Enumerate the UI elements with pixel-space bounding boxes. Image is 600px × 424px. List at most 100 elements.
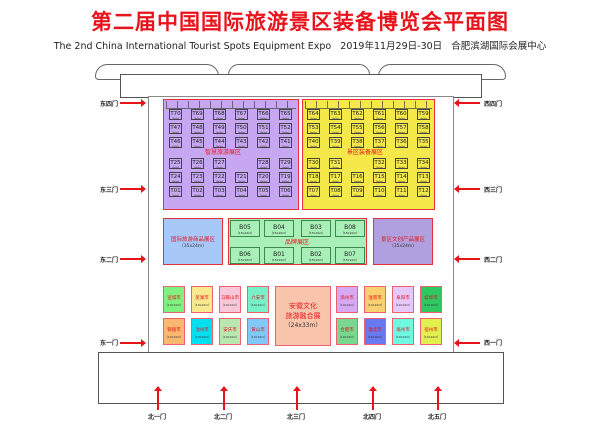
city-name: 铜陵市 bbox=[167, 328, 181, 333]
arrow-up-icon bbox=[434, 386, 442, 410]
intl-goods-label: 国际旅游商品展区 bbox=[170, 237, 215, 243]
booth-size: (3x3m) bbox=[375, 195, 384, 197]
booth-size: (3x3m) bbox=[353, 146, 362, 148]
city-booth: 铜陵市（10x10m） bbox=[163, 318, 185, 345]
booth-id: T14 bbox=[396, 174, 407, 180]
booth-t58: T58(3x3m) bbox=[417, 123, 430, 134]
booth-size: (3x3m) bbox=[331, 146, 340, 148]
booth-t24: T24(3x3m) bbox=[169, 172, 182, 183]
booth-t54: T54(3x3m) bbox=[329, 123, 342, 134]
brand-booth-id: B04 bbox=[273, 224, 285, 231]
booth-id: T51 bbox=[258, 125, 269, 131]
booth-t03: T03(3x3m) bbox=[213, 186, 226, 197]
booth-id: T25 bbox=[170, 160, 181, 166]
booth-id: T63 bbox=[330, 111, 341, 117]
arrow-right-icon bbox=[120, 339, 146, 347]
booth-id: T22 bbox=[214, 174, 225, 180]
booth-size: (3x3m) bbox=[215, 132, 224, 134]
booth-size: (3x3m) bbox=[193, 146, 202, 148]
door-west4: 西四门 bbox=[484, 101, 503, 108]
booth-size: (3x3m) bbox=[215, 181, 224, 183]
city-booth-size: （10x10m） bbox=[421, 335, 441, 339]
city-booth-size: （10x10m） bbox=[164, 303, 184, 307]
booth-id: T31 bbox=[330, 160, 341, 166]
booth-t21: T21(3x3m) bbox=[235, 172, 248, 183]
city-name: 芜湖市 bbox=[195, 296, 209, 301]
city-booth: 芜湖市（10x10m） bbox=[191, 286, 213, 313]
booth-t60: T60(3x3m) bbox=[395, 109, 408, 120]
city-name: 滁州市 bbox=[340, 296, 354, 301]
booth-id: T50 bbox=[236, 125, 247, 131]
booth-t65: T65(3x3m) bbox=[279, 109, 292, 120]
arrow-right-icon bbox=[120, 255, 146, 263]
booth-t41: T41(3x3m) bbox=[279, 137, 292, 148]
booth-t53: T53(3x3m) bbox=[307, 123, 320, 134]
brand-label: 品牌展区 bbox=[285, 239, 310, 246]
booth-t61: T61(3x3m) bbox=[373, 109, 386, 120]
door-west3: 西三门 bbox=[484, 187, 503, 194]
booth-size: (3x3m) bbox=[259, 167, 268, 169]
booth-size: (3x3m) bbox=[237, 195, 246, 197]
brand-booth-size: （15x10m） bbox=[269, 231, 289, 235]
booth-t18: T18(3x3m) bbox=[307, 172, 320, 183]
booth-t39: T39(3x3m) bbox=[329, 137, 342, 148]
booth-size: (3x3m) bbox=[331, 181, 340, 183]
booth-t47: T47(3x3m) bbox=[169, 123, 182, 134]
booth-id: T66 bbox=[258, 111, 269, 117]
booth-t63: T63(3x3m) bbox=[329, 109, 342, 120]
booth-size: (3x3m) bbox=[171, 167, 180, 169]
booth-t51: T51(3x3m) bbox=[257, 123, 270, 134]
booth-id: T49 bbox=[214, 125, 225, 131]
booth-id: T32 bbox=[374, 160, 385, 166]
booth-id: T39 bbox=[330, 139, 341, 145]
booth-id: T24 bbox=[170, 174, 181, 180]
city-name: 宿州市 bbox=[424, 328, 438, 333]
booth-id: T58 bbox=[418, 125, 429, 131]
booth-t07: T07(3x3m) bbox=[307, 186, 320, 197]
booth-id: T26 bbox=[192, 160, 203, 166]
booth-id: T47 bbox=[170, 125, 181, 131]
booth-id: T33 bbox=[396, 160, 407, 166]
arrow-up-icon bbox=[154, 386, 162, 410]
booth-size: (3x3m) bbox=[331, 132, 340, 134]
brand-booth-b07: B07（15x10m） bbox=[335, 247, 365, 264]
city-booth-size: （10x10m） bbox=[365, 335, 385, 339]
north-hall-wall bbox=[120, 74, 482, 98]
booth-size: (3x3m) bbox=[237, 146, 246, 148]
city-booth-size: （10x10m） bbox=[248, 335, 268, 339]
city-booth-size: （10x10m） bbox=[337, 303, 357, 307]
arrow-up-icon bbox=[369, 386, 377, 410]
booth-id: T20 bbox=[258, 174, 269, 180]
city-booth-size: （10x10m） bbox=[393, 335, 413, 339]
booth-size: (3x3m) bbox=[171, 132, 180, 134]
booth-size: (3x3m) bbox=[259, 181, 268, 183]
booth-t56: T56(3x3m) bbox=[373, 123, 386, 134]
booth-size: (3x3m) bbox=[397, 195, 406, 197]
brand-booth-b06: B06（15x10m） bbox=[230, 247, 260, 264]
booth-t05: T05(3x3m) bbox=[257, 186, 270, 197]
city-name: 淮南市 bbox=[368, 296, 382, 301]
intl-goods-size: （35x24m） bbox=[179, 244, 207, 249]
booth-t28: T28(3x3m) bbox=[257, 158, 270, 169]
booth-t31: T31(3x3m) bbox=[329, 158, 342, 169]
booth-t66: T66(3x3m) bbox=[257, 109, 270, 120]
booth-id: T46 bbox=[170, 139, 181, 145]
booth-t67: T67(3x3m) bbox=[235, 109, 248, 120]
booth-size: (3x3m) bbox=[237, 118, 246, 120]
booth-t38: T38(3x3m) bbox=[351, 137, 364, 148]
booth-size: (3x3m) bbox=[193, 132, 202, 134]
brand-booth-id: B08 bbox=[344, 224, 356, 231]
booth-size: (3x3m) bbox=[419, 195, 428, 197]
expo-date: 2019年11月29日-30日 bbox=[340, 41, 443, 52]
booth-t57: T57(3x3m) bbox=[395, 123, 408, 134]
brand-booth-id: B06 bbox=[239, 251, 251, 258]
booth-size: (3x3m) bbox=[171, 118, 180, 120]
arrow-right-icon bbox=[120, 185, 146, 193]
booth-id: T30 bbox=[308, 160, 319, 166]
booth-size: (3x3m) bbox=[215, 146, 224, 148]
city-booth-size: （10x10m） bbox=[337, 335, 357, 339]
intl-goods-zone: 国际旅游商品展区 （35x24m） bbox=[163, 218, 223, 265]
booth-id: T44 bbox=[214, 139, 225, 145]
booth-t55: T55(3x3m) bbox=[351, 123, 364, 134]
